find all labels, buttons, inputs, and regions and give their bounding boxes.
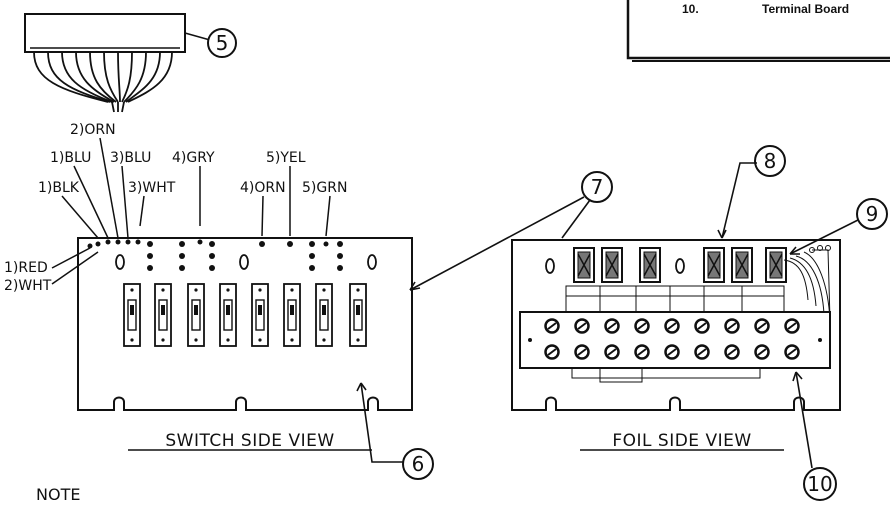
terminal-screw: [634, 318, 650, 334]
terminal-screw: [604, 344, 620, 360]
callout-5: 5: [207, 28, 237, 58]
wire-label-blu1: 1)BLU: [50, 150, 91, 166]
legend-row-number: 10.: [682, 2, 699, 16]
wire-label-blu3: 3)BLU: [110, 150, 151, 166]
wire-label-wht2: 2)WHT: [4, 278, 52, 294]
terminal-board: [519, 311, 831, 369]
slide-switch: [315, 283, 333, 347]
terminal-screw: [574, 344, 590, 360]
wire-label-grn5: 5)GRN: [302, 180, 347, 196]
terminal-screw: [544, 318, 560, 334]
svg-text:8: 8: [764, 149, 777, 173]
svg-text:7: 7: [591, 175, 604, 199]
terminal-screw: [784, 318, 800, 334]
legend-row-label: Terminal Board: [762, 2, 849, 16]
solder-pads: [573, 247, 787, 283]
solder-pad-block: [573, 247, 595, 283]
terminal-screw: [574, 318, 590, 334]
terminal-screw: [664, 318, 680, 334]
note-heading: NOTE: [36, 485, 80, 504]
mounting-slots: [115, 254, 377, 270]
wire-label-orn2: 2)ORN: [70, 122, 116, 138]
solder-pad-block: [731, 247, 753, 283]
terminal-screw: [784, 344, 800, 360]
svg-text:5: 5: [216, 31, 229, 55]
terminal-screws: [544, 318, 800, 360]
terminal-screw: [724, 344, 740, 360]
callout-9: 9: [856, 198, 888, 230]
callout-10: 10: [803, 467, 837, 501]
terminal-screw: [664, 344, 680, 360]
wire-label-red1: 1)RED: [4, 260, 48, 276]
foil-side-board: [511, 239, 841, 411]
terminal-screw: [544, 344, 560, 360]
leader-lines: [356, 162, 859, 469]
solder-pad-block: [703, 247, 725, 283]
connector-wire-harness: [33, 51, 173, 113]
callout-8: 8: [754, 145, 786, 177]
solder-pad-block: [601, 247, 623, 283]
svg-text:6: 6: [412, 452, 425, 476]
slide-switch: [154, 283, 172, 347]
svg-text:10: 10: [807, 472, 832, 496]
foil-side-view-title: FOIL SIDE VIEW: [612, 431, 751, 451]
terminal-screw: [694, 344, 710, 360]
callout-7: 7: [581, 171, 613, 203]
terminal-screw: [604, 318, 620, 334]
svg-text:9: 9: [866, 202, 879, 226]
foil-mounting-slots: [545, 258, 685, 274]
solder-pad-block: [639, 247, 661, 283]
slide-switch: [187, 283, 205, 347]
parts-legend-box: 10. Terminal Board: [626, 0, 890, 62]
slide-switches: [123, 283, 367, 347]
slide-switch: [251, 283, 269, 347]
terminal-screw: [724, 318, 740, 334]
callout-6: 6: [402, 448, 434, 480]
wire-holes: [87, 239, 343, 271]
slide-switch: [283, 283, 301, 347]
wire-label-leaders: [51, 137, 331, 285]
switch-side-board: [77, 237, 413, 411]
slide-switch: [349, 283, 367, 347]
wire-label-yel5: 5)YEL: [266, 150, 306, 166]
wire-label-wht3: 3)WHT: [128, 180, 176, 196]
wire-labels: 2)ORN 1)BLU 3)BLU 4)GRY 5)YEL 1)BLK 3)WH…: [4, 122, 347, 294]
terminal-screw: [754, 318, 770, 334]
wire-label-orn4: 4)ORN: [240, 180, 286, 196]
switch-side-view-title: SWITCH SIDE VIEW: [165, 431, 334, 451]
terminal-screw: [694, 318, 710, 334]
slide-switch: [219, 283, 237, 347]
wire-label-gry4: 4)GRY: [172, 150, 215, 166]
terminal-screw: [754, 344, 770, 360]
wire-label-blk1: 1)BLK: [38, 180, 80, 196]
connector-plug: [24, 13, 211, 53]
terminal-screw: [634, 344, 650, 360]
solder-pad-block: [765, 247, 787, 283]
slide-switch: [123, 283, 141, 347]
